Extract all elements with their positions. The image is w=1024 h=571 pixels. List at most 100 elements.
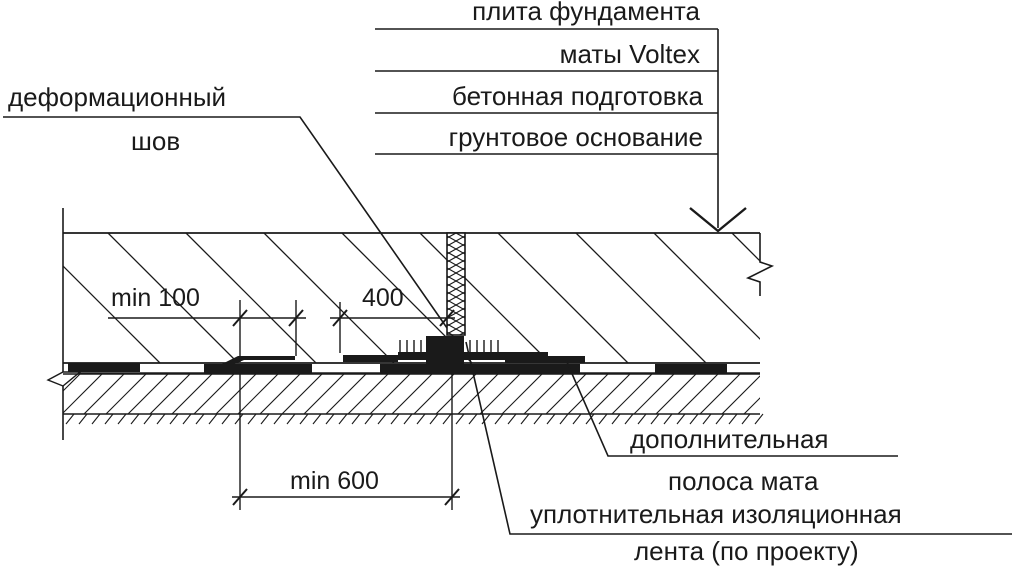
prep-hatch-line (413, 374, 455, 414)
mat-segment (68, 363, 140, 372)
layer-label-soil-base: грунтовое основание (449, 122, 703, 152)
mat-segment (343, 355, 398, 362)
prep-hatch-line (589, 374, 631, 414)
soil-hatch-line (637, 413, 647, 425)
soil-hatch-line (611, 413, 621, 425)
prep-hatch-line (766, 374, 806, 414)
slab-hatch-line (107, 233, 239, 363)
joint-hatch-line (447, 283, 465, 295)
layer-label-concrete-prep: бетонная подготовка (452, 81, 704, 111)
prep-hatch-line (105, 374, 147, 414)
dimension-min100: min 100 (108, 284, 306, 362)
foundation-slab (62, 208, 1018, 440)
slab-hatch-line (653, 233, 760, 340)
callout-sealing-tape-line1: уплотнительная изоляционная (530, 499, 902, 529)
soil-hatch-line (663, 413, 673, 425)
slab-hatch-line (419, 233, 551, 363)
soil-hatch-line (156, 413, 166, 425)
prep-hatch-line (699, 374, 741, 414)
soil-hatch-line (572, 413, 582, 425)
slab-hatch-line (575, 233, 707, 363)
prep-hatch-line (127, 374, 169, 414)
mat-left-terminal (46, 371, 82, 387)
soil-hatch-line (442, 413, 452, 425)
soil-hatch-line (455, 413, 465, 425)
soil-hatch-line (325, 413, 335, 425)
extra-mat-strip (398, 352, 548, 360)
callout-extra-strip-line1: дополнительная (630, 424, 828, 454)
concrete-preparation (63, 373, 828, 425)
prep-hatch-line (83, 374, 125, 414)
prep-hatch-line (677, 374, 719, 414)
soil-hatch-line (715, 413, 725, 425)
soil-hatch-line (221, 413, 231, 425)
soil-hatch-line (650, 413, 660, 425)
prep-hatch-line (479, 374, 521, 414)
prep-hatch-line (259, 374, 301, 414)
prep-hatch-line (567, 374, 609, 414)
prep-hatch-line (721, 375, 760, 414)
joint-leader-line (3, 116, 455, 339)
callout-extra-strip-line2: полоса мата (668, 466, 819, 496)
soil-hatch (65, 413, 764, 425)
soil-hatch-line (546, 413, 556, 425)
prep-hatch-line (347, 374, 389, 414)
prep-hatch-line (303, 374, 345, 414)
joint-label-line1: деформационный (8, 82, 226, 112)
joint-hatch-line (447, 233, 458, 239)
joint-hatch-line (447, 235, 465, 247)
soil-hatch-line (117, 413, 127, 425)
prep-hatch-line (63, 374, 81, 392)
soil-hatch-line (676, 413, 686, 425)
joint-label-line2: шов (131, 126, 180, 156)
mat-segment (204, 364, 312, 373)
dim-400-tick-left (332, 309, 348, 327)
prep-hatch (63, 374, 828, 414)
soil-hatch-line (143, 413, 153, 425)
joint-hatch-line (447, 323, 465, 335)
joint-hatch-line (447, 315, 465, 327)
soil-hatch-line (494, 413, 504, 425)
soil-hatch-line (286, 413, 296, 425)
soil-hatch-line (416, 413, 426, 425)
slab-hatch-line (888, 233, 1018, 363)
prep-hatch-line (171, 374, 213, 414)
prep-hatch-line (369, 374, 411, 414)
prep-hatch-line (743, 397, 760, 414)
dimension-min100-label: min 100 (111, 284, 200, 312)
joint-filler-hatch (447, 233, 465, 335)
slab-hatch-line (263, 233, 395, 363)
dim-min100-tick-right (288, 309, 304, 327)
layer-label-mats: маты Voltex (560, 39, 700, 69)
joint-hatch-line (447, 331, 454, 335)
soil-hatch-line (130, 413, 140, 425)
joint-hatch-line (447, 267, 465, 279)
soil-hatch-line (507, 413, 517, 425)
dimension-400-label: 400 (362, 284, 404, 312)
joint-hatch-line (447, 299, 465, 311)
slab-hatch (63, 233, 1018, 363)
layer-label-slab: плита фундамента (472, 0, 700, 26)
dimension-400: 400 (330, 284, 455, 353)
deformation-joint (399, 232, 499, 364)
prep-hatch-line (281, 374, 323, 414)
prep-hatch-line (193, 374, 235, 414)
callout-extra-strip-leader (565, 359, 898, 457)
prep-hatch-line (325, 374, 367, 414)
prep-hatch-line (633, 374, 675, 414)
prep-hatch-line (788, 374, 828, 414)
joint-hatch-line (447, 275, 465, 287)
slab-hatch-line (63, 265, 161, 363)
callout-sealing-tape-line2: лента (по проекту) (634, 536, 859, 566)
slab-hatch-line (731, 233, 760, 262)
soil-hatch-line (429, 413, 439, 425)
slab-hatch-line (810, 233, 940, 363)
soil-hatch-line (754, 413, 764, 425)
prep-hatch-line (149, 374, 191, 414)
prep-hatch-line (391, 374, 433, 414)
soil-hatch-line (312, 413, 322, 425)
layer-legend: плита фундамента маты Voltex бетонная по… (375, 0, 747, 233)
soil-hatch-line (403, 413, 413, 425)
